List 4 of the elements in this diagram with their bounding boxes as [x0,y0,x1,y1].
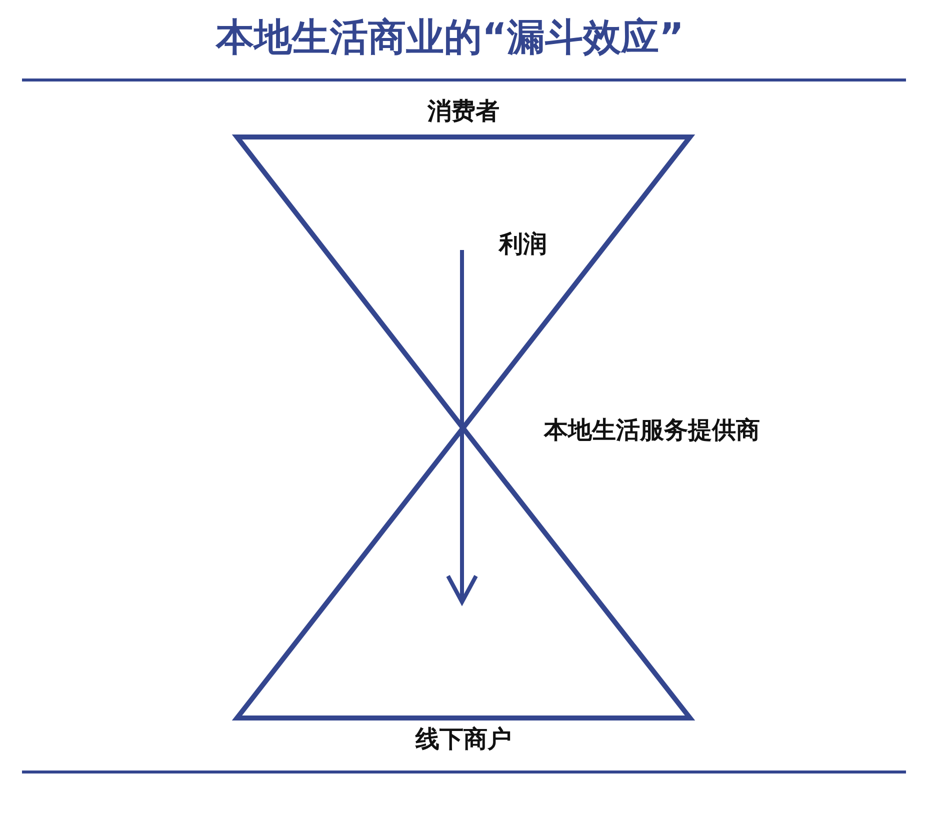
arrow [446,250,478,604]
title: 本地生活商业的“漏斗效应” [216,15,684,59]
triangle-label: 线下商户 [416,725,512,753]
triangle-label: 消费者 [428,97,500,125]
